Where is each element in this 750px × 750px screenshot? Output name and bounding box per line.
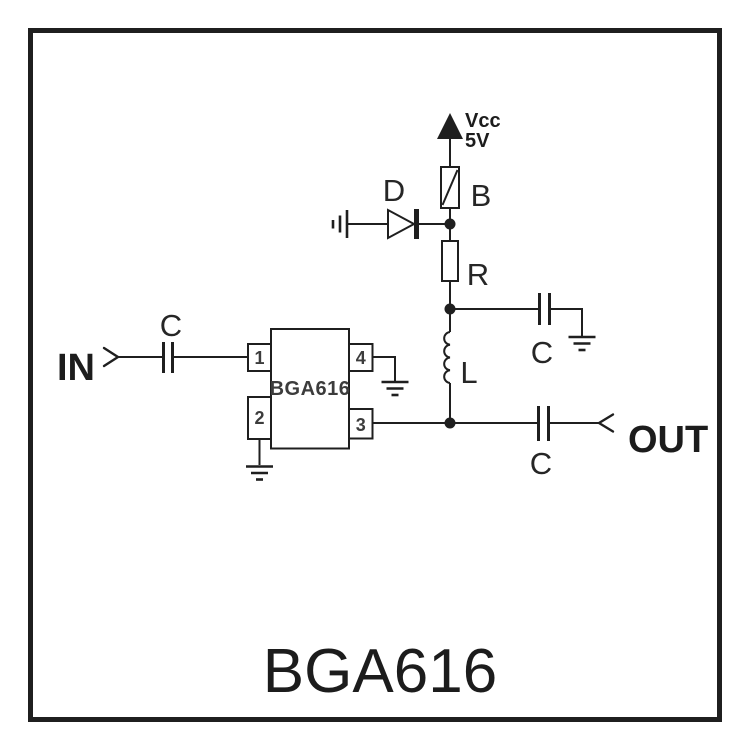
output-cap-label: C (530, 446, 552, 481)
junction-dot (444, 218, 456, 230)
diode-label: D (383, 173, 405, 208)
bypass-cap-label: C (531, 335, 553, 370)
vcc-power-arrow-icon (437, 113, 463, 139)
ic-pin2-box (247, 396, 272, 440)
out-port-label: OUT (628, 419, 708, 461)
schematic-frame (28, 28, 722, 722)
ic-pin2-label: 2 (254, 408, 264, 428)
ic-pin4-box (348, 343, 374, 372)
diode-branch: D (331, 173, 419, 240)
ic-pin3-box (348, 408, 374, 440)
in-port-label: IN (57, 347, 95, 389)
input-cap-symbol (162, 342, 174, 373)
ic-pin3-label: 3 (356, 415, 366, 435)
diode-ground-symbol (331, 210, 349, 238)
input-branch: IN C (57, 308, 182, 389)
ic-pin1-label: 1 (254, 348, 264, 368)
vcc-supply: Vcc 5V (437, 110, 501, 152)
inductor-symbol (443, 331, 451, 384)
in-connector-icon (102, 346, 120, 368)
junction-dot (444, 417, 456, 429)
inductor-label: L (460, 355, 477, 390)
ferrite-bead-label: B (471, 178, 492, 213)
resistor: R (441, 240, 489, 292)
input-cap-label: C (160, 308, 182, 343)
ic-bga616: 1 2 3 4 BGA616 (247, 328, 374, 450)
diode-symbol (387, 208, 417, 240)
bypass-cap-branch: C (531, 293, 596, 370)
vcc-voltage-label: 5V (465, 130, 490, 152)
schematic-title: BGA616 (263, 637, 497, 706)
resistor-label: R (467, 257, 489, 292)
output-cap-symbol (537, 406, 550, 441)
ic-part-number-label: BGA616 (270, 378, 351, 400)
ferrite-bead-diagonal (441, 169, 459, 206)
ic-pin1-box (247, 343, 272, 372)
out-connector-icon (597, 413, 615, 433)
resistor-symbol (441, 240, 459, 282)
pin4-ground-symbol (381, 380, 409, 397)
ic-body (270, 328, 350, 450)
junction-dot (444, 303, 456, 315)
bypass-cap-symbol (538, 293, 551, 325)
vcc-label: Vcc (465, 110, 501, 132)
bypass-ground-symbol (568, 335, 596, 352)
ic-pin4-label: 4 (356, 348, 366, 368)
pin2-ground-symbol (246, 465, 273, 481)
output-branch: C OUT (530, 406, 708, 481)
inductor: L (443, 331, 478, 390)
ferrite-bead: B (440, 166, 492, 213)
